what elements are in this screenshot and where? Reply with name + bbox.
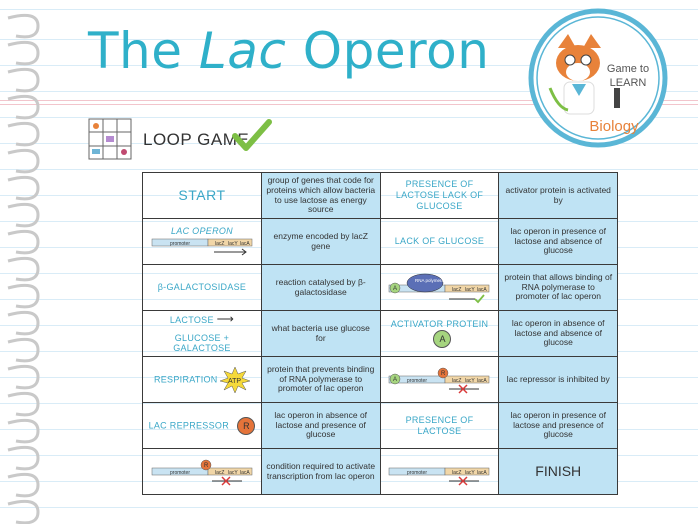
card-cell: FINISH: [498, 448, 618, 495]
spiral-binding: [7, 13, 40, 524]
card-cell: lac repressor is inhibited by: [498, 356, 618, 403]
check-icon: [232, 119, 272, 151]
svg-text:promoter: promoter: [170, 241, 190, 247]
card-cell: lac operon in absence of lactose and pre…: [260, 402, 381, 449]
svg-text:lacA: lacA: [240, 470, 250, 476]
svg-text:lacZ: lacZ: [215, 241, 224, 247]
svg-text:lacY: lacY: [228, 470, 238, 476]
card-cell: LACTOSE ⟶ GLUCOSE + GALACTOSE: [142, 310, 262, 357]
card-cell: A R promoter lacZ lacY lacA: [379, 356, 500, 403]
svg-text:R: R: [204, 463, 209, 469]
repressor-operon-diagram: R promoter lacZ lacY lacA: [151, 459, 253, 486]
game-to-learn-logo: Game to LEARN Biology: [528, 8, 668, 148]
table-row: β-GALACTOSIDASE reaction catalysed by β-…: [142, 264, 618, 311]
table-row: RESPIRATION ATP protein that prevents bi…: [142, 356, 618, 403]
svg-text:A: A: [393, 377, 397, 383]
card-cell: protein that prevents binding of RNA pol…: [260, 356, 381, 403]
repressor-icon: R: [237, 416, 256, 435]
svg-text:R: R: [441, 371, 446, 377]
svg-text:lacA: lacA: [477, 470, 487, 476]
svg-text:lacY: lacY: [465, 287, 475, 293]
loop-game-table: START group of genes that code for prote…: [142, 172, 618, 495]
operon-diagram: promoter lacZ lacY lacA: [151, 238, 253, 256]
card-cell: promoter lacZ lacY lacA: [379, 448, 500, 495]
card-cell: PRESENCE OF LACTOSE LACK OF GLUCOSE: [379, 172, 500, 219]
page-title: The Lac Operon: [88, 22, 490, 80]
table-row: R promoter lacZ lacY lacA condition requ…: [142, 448, 618, 495]
svg-text:lacZ: lacZ: [452, 378, 461, 384]
repressor-bound-diagram: A R promoter lacZ lacY lacA: [389, 367, 490, 394]
card-cell: β-GALACTOSIDASE: [142, 264, 262, 311]
card-cell: group of genes that code for proteins wh…: [260, 172, 381, 219]
loop-game-icon: [88, 118, 132, 160]
card-cell: PRESENCE OF LACTOSE: [379, 402, 500, 449]
svg-text:lacZ: lacZ: [215, 470, 224, 476]
svg-text:lacA: lacA: [477, 287, 487, 293]
atp-burst-icon: ATP: [219, 365, 251, 394]
card-cell: lac operon in absence of lactose and abs…: [498, 310, 618, 357]
table-row: START group of genes that code for prote…: [142, 172, 618, 219]
loop-game-label: LOOP GAME: [143, 130, 250, 149]
logo-line3: Biology: [589, 118, 639, 135]
activator-icon: A: [433, 329, 452, 348]
card-cell: enzyme encoded by lacZ gene: [260, 218, 381, 265]
margin-line: [0, 100, 698, 101]
svg-text:promoter: promoter: [170, 470, 190, 476]
card-cell: protein that allows binding of RNA polym…: [498, 264, 618, 311]
table-row: LAC REPRESSOR R lac operon in absence of…: [142, 402, 618, 449]
logo-line1: Game to: [607, 63, 649, 75]
card-cell: ACTIVATOR PROTEIN A: [379, 310, 500, 357]
logo-line2: LEARN: [610, 77, 647, 89]
card-cell: START: [142, 172, 262, 219]
svg-text:A: A: [393, 286, 397, 292]
card-cell: reaction catalysed by β-galactosidase: [260, 264, 381, 311]
card-cell: LAC REPRESSOR R: [142, 402, 262, 449]
svg-text:lacY: lacY: [228, 241, 238, 247]
blocked-operon-diagram: promoter lacZ lacY lacA: [389, 467, 490, 486]
table-row: LACTOSE ⟶ GLUCOSE + GALACTOSE what bacte…: [142, 310, 618, 357]
card-cell: LACK OF GLUCOSE: [379, 218, 500, 265]
svg-text:RNA polymerase: RNA polymerase: [415, 278, 449, 283]
card-cell: A RNA polymerase lacZ lacY lacA: [379, 264, 500, 311]
svg-text:lacY: lacY: [465, 378, 475, 384]
card-cell: activator protein is activated by: [498, 172, 618, 219]
card-cell: lac operon in presence of lactose and pr…: [498, 402, 618, 449]
card-cell: RESPIRATION ATP: [142, 356, 262, 403]
card-cell: condition required to activate transcrip…: [260, 448, 381, 495]
svg-text:lacZ: lacZ: [452, 287, 461, 293]
svg-text:lacA: lacA: [240, 241, 250, 247]
svg-text:lacZ: lacZ: [452, 470, 461, 476]
svg-text:lacA: lacA: [477, 378, 487, 384]
margin-line: [0, 104, 698, 105]
card-cell: R promoter lacZ lacY lacA: [142, 448, 262, 495]
table-row: LAC OPERON promoter lacZ lacY lacA enzym…: [142, 218, 618, 265]
svg-text:ATP: ATP: [228, 378, 241, 385]
card-cell: lac operon in presence of lactose and ab…: [498, 218, 618, 265]
svg-text:promoter: promoter: [407, 470, 427, 476]
card-cell: what bacteria use glucose for: [260, 310, 381, 357]
svg-text:promoter: promoter: [407, 378, 427, 384]
svg-text:lacY: lacY: [465, 470, 475, 476]
rna-polymerase-diagram: A RNA polymerase lacZ lacY lacA: [389, 273, 490, 303]
card-cell: LAC OPERON promoter lacZ lacY lacA: [142, 218, 262, 265]
